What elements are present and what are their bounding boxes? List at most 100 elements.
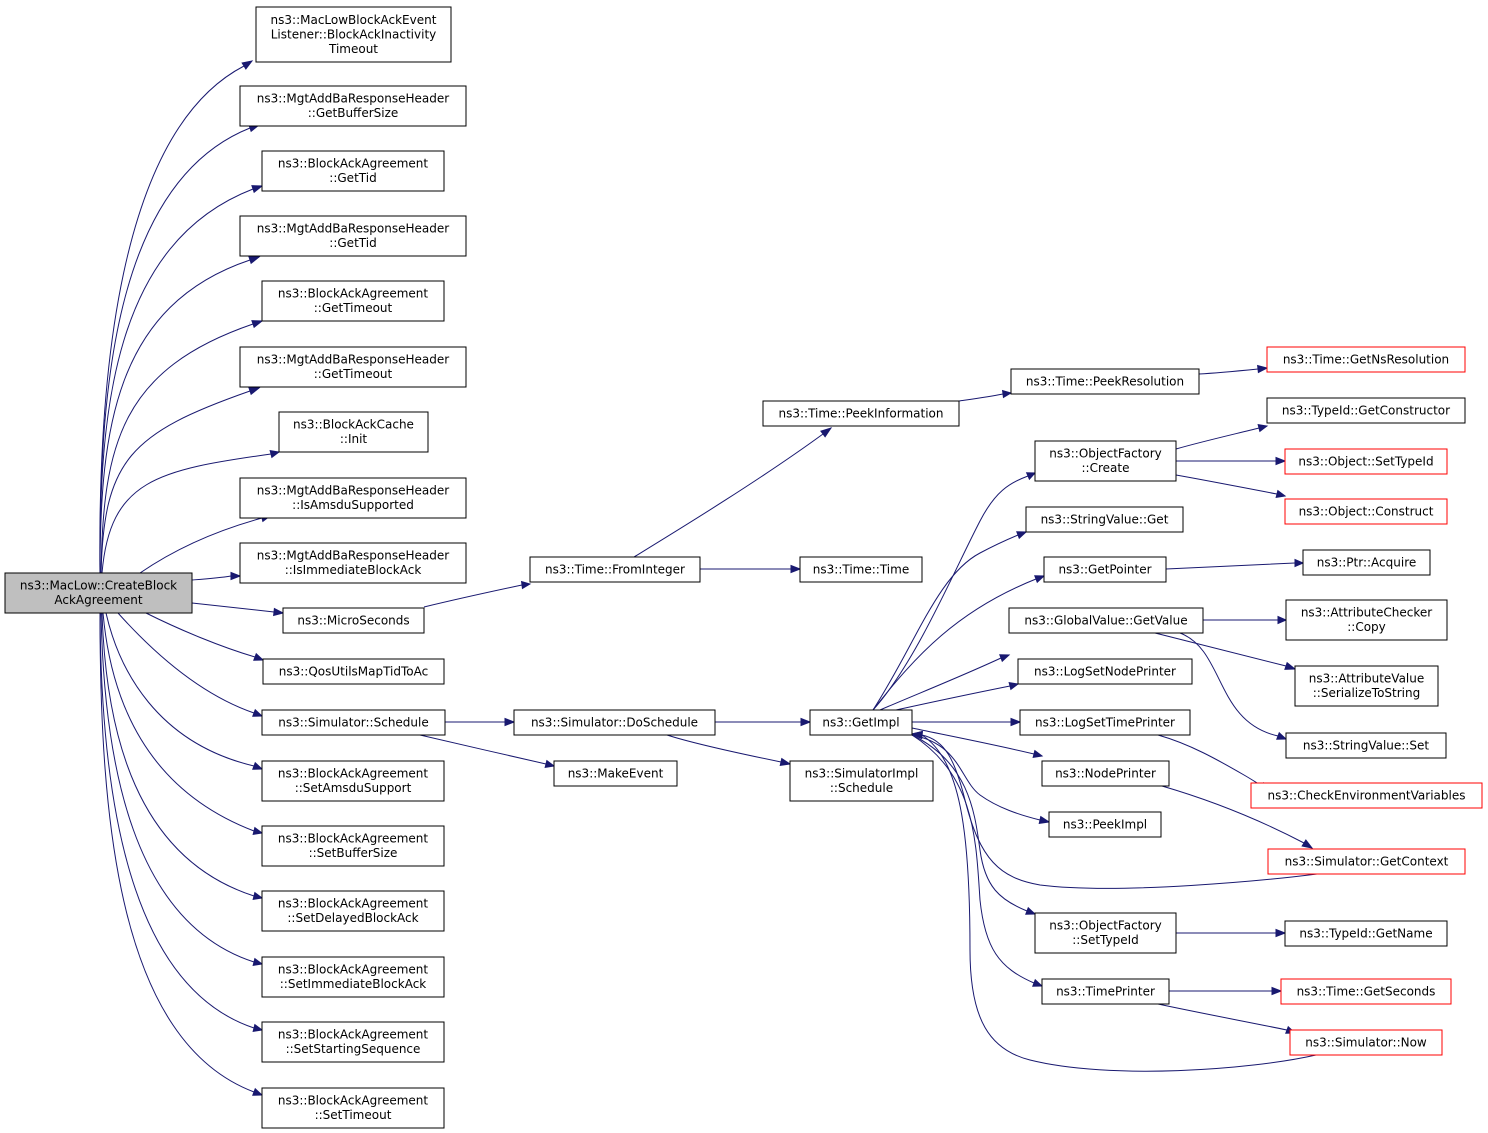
node-box <box>1019 709 1191 736</box>
function-node-n14[interactable]: ns3::BlockAckAgreement::SetBufferSize <box>261 825 445 867</box>
function-node-simimplsched[interactable]: ns3::SimulatorImpl::Schedule <box>789 760 934 802</box>
function-node-n7[interactable]: ns3::BlockAckCache::Init <box>278 411 429 453</box>
call-edge-n12-to-dosched <box>445 717 516 727</box>
function-node-timeprinter[interactable]: ns3::TimePrinter <box>1041 978 1170 1005</box>
function-node-checkenv[interactable]: ns3::CheckEnvironmentVariables <box>1250 782 1483 809</box>
call-edge-getimpl-to-logtime <box>912 717 1022 727</box>
node-box <box>1294 665 1439 707</box>
function-node-objsettype[interactable]: ns3::Object::SetTypeId <box>1284 448 1448 475</box>
function-node-n15[interactable]: ns3::BlockAckAgreement::SetDelayedBlockA… <box>261 890 445 932</box>
call-edge-ofcreate-to-getctor <box>1175 423 1269 450</box>
edge-line <box>99 256 260 574</box>
call-edge-getimpl-to-timeprinter <box>911 734 1044 987</box>
edge-line <box>419 734 555 767</box>
function-node-n13[interactable]: ns3::BlockAckAgreement::SetAmsduSupport <box>261 760 445 802</box>
arrowhead-icon <box>241 60 254 70</box>
function-node-getcontext[interactable]: ns3::Simulator::GetContext <box>1267 848 1466 875</box>
function-node-simnow[interactable]: ns3::Simulator::Now <box>1289 1029 1443 1056</box>
edge-line <box>872 472 1036 711</box>
node-label: ns3::Object::SetTypeId <box>1298 454 1433 468</box>
function-node-n11[interactable]: ns3::QosUtilsMapTidToAc <box>262 658 445 685</box>
node-label: ns3::MgtAddBaResponseHeader <box>257 484 449 498</box>
node-label: ::SetStartingSequence <box>286 1042 421 1056</box>
function-node-acheckcopy[interactable]: ns3::AttributeChecker::Copy <box>1285 599 1448 641</box>
function-node-strset[interactable]: ns3::StringValue::Set <box>1285 732 1447 759</box>
node-label: ::Schedule <box>830 781 893 795</box>
node-label: ns3::MgtAddBaResponseHeader <box>257 353 449 367</box>
function-node-fromint[interactable]: ns3::Time::FromInteger <box>529 556 701 583</box>
function-node-n8[interactable]: ns3::MgtAddBaResponseHeader::IsAmsduSupp… <box>239 477 467 519</box>
node-label: ns3::TypeId::GetConstructor <box>1282 403 1450 417</box>
edge-line <box>895 683 1019 711</box>
function-node-n1[interactable]: ns3::MacLowBlockAckEventListener::BlockA… <box>255 6 452 63</box>
edge-line <box>911 727 1043 757</box>
node-label: ns3::Time::PeekResolution <box>1026 374 1184 388</box>
call-edge-root-to-n3 <box>99 185 264 574</box>
arrowhead-icon <box>779 757 792 767</box>
function-node-n6[interactable]: ns3::MgtAddBaResponseHeader::GetTimeout <box>239 346 467 388</box>
function-node-lognode[interactable]: ns3::LogSetNodePrinter <box>1017 658 1193 685</box>
call-edge-getimpl-to-ofsettype <box>911 734 1037 915</box>
function-node-n3[interactable]: ns3::BlockAckAgreement::GetTid <box>261 150 445 192</box>
call-edge-fromint-to-peekinfo <box>633 427 833 558</box>
function-node-gvgetvalue[interactable]: ns3::GlobalValue::GetValue <box>1008 607 1204 634</box>
function-node-logtime[interactable]: ns3::LogSetTimePrinter <box>1019 709 1191 736</box>
edge-line <box>1154 632 1296 670</box>
arrowhead-icon <box>520 580 532 590</box>
function-node-n17[interactable]: ns3::BlockAckAgreement::SetStartingSeque… <box>261 1021 445 1063</box>
function-node-ptracquire[interactable]: ns3::Ptr::Acquire <box>1302 549 1431 576</box>
edge-line <box>911 734 1050 823</box>
function-node-typegetname[interactable]: ns3::TypeId::GetName <box>1284 920 1448 947</box>
node-label: ns3::AttributeChecker <box>1301 606 1432 620</box>
node-box <box>261 760 445 802</box>
node-label: ::IsAmsduSupported <box>292 498 414 512</box>
function-node-n10[interactable]: ns3::MicroSeconds <box>282 607 425 634</box>
arrowhead-icon <box>248 387 261 396</box>
arrowhead-icon <box>1032 978 1044 987</box>
function-node-n18[interactable]: ns3::BlockAckAgreement::SetTimeout <box>261 1087 445 1129</box>
node-label: ::GetTimeout <box>314 301 393 315</box>
function-node-makeevent[interactable]: ns3::MakeEvent <box>553 760 678 787</box>
function-node-timetime[interactable]: ns3::Time::Time <box>799 556 923 583</box>
node-box <box>529 556 701 583</box>
function-node-dosched[interactable]: ns3::Simulator::DoSchedule <box>513 709 716 736</box>
node-label: ns3::MacLowBlockAckEvent <box>271 13 437 27</box>
node-label: ns3::Time::GetSeconds <box>1297 984 1436 998</box>
function-node-getpointer[interactable]: ns3::GetPointer <box>1043 556 1167 583</box>
edge-line <box>1161 785 1313 849</box>
function-node-getimpl[interactable]: ns3::GetImpl <box>809 709 913 736</box>
node-label: ns3::Simulator::Schedule <box>278 715 429 729</box>
arrowhead-icon <box>252 826 264 836</box>
edge-line <box>872 531 1027 711</box>
function-node-n16[interactable]: ns3::BlockAckAgreement::SetImmediateBloc… <box>261 956 445 998</box>
call-edge-root-to-n18 <box>99 612 264 1096</box>
function-node-n12[interactable]: ns3::Simulator::Schedule <box>261 709 446 736</box>
function-node-objconstruct[interactable]: ns3::Object::Construct <box>1284 498 1448 525</box>
function-node-getnsres[interactable]: ns3::Time::GetNsResolution <box>1266 346 1466 373</box>
function-node-n9[interactable]: ns3::MgtAddBaResponseHeader::IsImmediate… <box>239 542 467 584</box>
function-node-peekres[interactable]: ns3::Time::PeekResolution <box>1010 368 1200 395</box>
node-label: ns3::TimePrinter <box>1056 984 1155 998</box>
function-node-peekinfo[interactable]: ns3::Time::PeekInformation <box>762 400 960 427</box>
function-node-ofcreate[interactable]: ns3::ObjectFactory::Create <box>1034 440 1177 482</box>
call-edge-root-to-n12 <box>117 612 264 717</box>
arrowhead-icon <box>999 654 1011 663</box>
function-node-strget[interactable]: ns3::StringValue::Get <box>1025 506 1184 533</box>
function-node-getctor[interactable]: ns3::TypeId::GetConstructor <box>1266 397 1466 424</box>
function-node-n2[interactable]: ns3::MgtAddBaResponseHeader::GetBufferSi… <box>239 85 467 127</box>
node-label: ns3::BlockAckAgreement <box>278 287 429 301</box>
node-label: ns3::CheckEnvironmentVariables <box>1268 788 1466 802</box>
function-node-timegetsec[interactable]: ns3::Time::GetSeconds <box>1280 978 1452 1005</box>
function-node-n4[interactable]: ns3::MgtAddBaResponseHeader::GetTid <box>239 215 467 257</box>
node-box <box>553 760 678 787</box>
function-node-n5[interactable]: ns3::BlockAckAgreement::GetTimeout <box>261 280 445 322</box>
function-node-nodeprinter[interactable]: ns3::NodePrinter <box>1041 760 1170 787</box>
call-edge-root-to-n16 <box>100 612 264 967</box>
function-node-ofsettype[interactable]: ns3::ObjectFactory::SetTypeId <box>1034 912 1177 954</box>
function-node-peekimpl[interactable]: ns3::PeekImpl <box>1048 811 1162 838</box>
function-node-avserialize[interactable]: ns3::AttributeValue::SerializeToString <box>1294 665 1439 707</box>
node-label: ::SetBufferSize <box>309 846 398 860</box>
call-edge-timeprinter-to-simnow <box>1157 1003 1297 1034</box>
